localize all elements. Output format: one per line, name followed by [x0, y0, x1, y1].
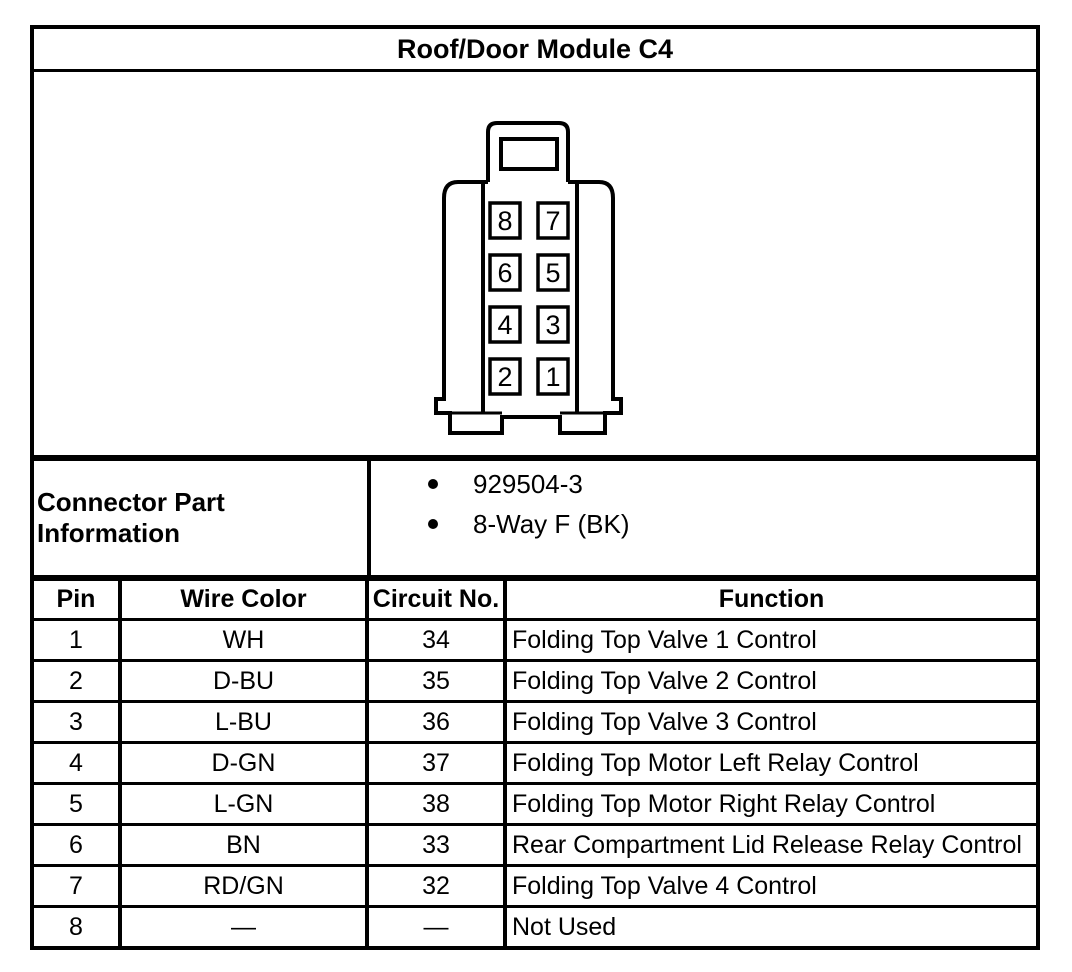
function-cell: Folding Top Motor Right Relay Control — [512, 789, 936, 818]
wire-color-cell: — — [122, 908, 369, 946]
function-cell: Folding Top Valve 1 Control — [512, 625, 817, 654]
pin-number: 4 — [497, 310, 512, 340]
connector-part-info-section: Connector Part Information 929504-3 8-Wa… — [34, 461, 1036, 581]
page-title: Roof/Door Module C4 — [34, 29, 1036, 72]
pin-cavity — [536, 357, 570, 396]
header-function: Function — [718, 585, 825, 613]
part-info-item: 8-Way F (BK) — [371, 504, 1036, 544]
function-cell: Folding Top Valve 4 Control — [512, 871, 817, 900]
pin-cavity — [536, 253, 570, 292]
pin-number: 8 — [497, 206, 512, 236]
pin-cell: 4 — [34, 744, 122, 782]
part-type: 8-Way F (BK) — [473, 508, 630, 539]
function-cell: Rear Compartment Lid Release Relay Contr… — [512, 830, 1022, 859]
pin-table-header: Pin Wire Color Circuit No. Function — [34, 581, 1036, 621]
pin-cell: 2 — [34, 662, 122, 700]
wire-color-cell: WH — [122, 621, 369, 659]
wire-color-cell: L-BU — [122, 703, 369, 741]
connector-body-outline — [434, 180, 623, 435]
circuit-no-cell: 38 — [369, 785, 507, 823]
part-info-values: 929504-3 8-Way F (BK) — [371, 461, 1036, 575]
function-cell: Folding Top Valve 3 Control — [512, 707, 817, 736]
pin-cell: 1 — [34, 621, 122, 659]
bullet-icon — [428, 519, 438, 529]
pin-cell: 5 — [34, 785, 122, 823]
connector-diagram-area: 8 7 6 5 4 3 2 1 — [34, 72, 1036, 461]
connector-latch-slot — [499, 137, 559, 171]
function-cell: Folding Top Valve 2 Control — [512, 666, 817, 695]
part-number: 929504-3 — [473, 468, 583, 499]
table-row: 1 WH 34 Folding Top Valve 1 Control — [34, 621, 1036, 662]
table-row: 2 D-BU 35 Folding Top Valve 2 Control — [34, 662, 1036, 703]
circuit-no-cell: 35 — [369, 662, 507, 700]
header-circuit-no: Circuit No. — [369, 581, 507, 618]
header-pin: Pin — [34, 581, 122, 618]
pin-number: 5 — [545, 258, 560, 288]
pin-number: 7 — [545, 206, 560, 236]
table-row: 5 L-GN 38 Folding Top Motor Right Relay … — [34, 785, 1036, 826]
part-info-label: Connector Part Information — [34, 461, 371, 575]
pin-number: 2 — [497, 362, 512, 392]
pin-cell: 8 — [34, 908, 122, 946]
pin-cell: 3 — [34, 703, 122, 741]
function-cell: Not Used — [512, 912, 617, 941]
pin-cavity — [488, 253, 522, 292]
circuit-no-cell: 34 — [369, 621, 507, 659]
wire-color-cell: D-GN — [122, 744, 369, 782]
table-row: 7 RD/GN 32 Folding Top Valve 4 Control — [34, 867, 1036, 908]
table-row: 3 L-BU 36 Folding Top Valve 3 Control — [34, 703, 1036, 744]
circuit-no-cell: 36 — [369, 703, 507, 741]
circuit-no-cell: — — [369, 908, 507, 946]
connector-latch — [486, 121, 570, 182]
pin-cell: 7 — [34, 867, 122, 905]
bullet-icon — [428, 479, 438, 489]
pin-number: 1 — [545, 362, 560, 392]
connector-spec-table: Roof/Door Module C4 — [30, 25, 1040, 950]
circuit-no-cell: 37 — [369, 744, 507, 782]
circuit-no-cell: 32 — [369, 867, 507, 905]
pin-cavity — [536, 305, 570, 344]
circuit-no-cell: 33 — [369, 826, 507, 864]
part-info-item: 929504-3 — [371, 464, 1036, 504]
function-cell: Folding Top Motor Left Relay Control — [512, 748, 919, 777]
pin-cell: 6 — [34, 826, 122, 864]
pin-cavity — [488, 305, 522, 344]
pin-number: 6 — [497, 258, 512, 288]
pin-number: 3 — [545, 310, 560, 340]
wire-color-cell: D-BU — [122, 662, 369, 700]
pin-cavity — [488, 201, 522, 240]
table-row: 4 D-GN 37 Folding Top Motor Left Relay C… — [34, 744, 1036, 785]
wire-color-cell: BN — [122, 826, 369, 864]
pin-cavity — [488, 357, 522, 396]
wire-color-cell: RD/GN — [122, 867, 369, 905]
connector-face-diagram: 8 7 6 5 4 3 2 1 — [434, 121, 623, 435]
table-row: 6 BN 33 Rear Compartment Lid Release Rel… — [34, 826, 1036, 867]
pin-table-body: 1 WH 34 Folding Top Valve 1 Control 2 D-… — [34, 621, 1036, 946]
table-row: 8 — — Not Used — [34, 908, 1036, 946]
pin-cavity — [536, 201, 570, 240]
header-wire-color: Wire Color — [122, 581, 369, 618]
wire-color-cell: L-GN — [122, 785, 369, 823]
